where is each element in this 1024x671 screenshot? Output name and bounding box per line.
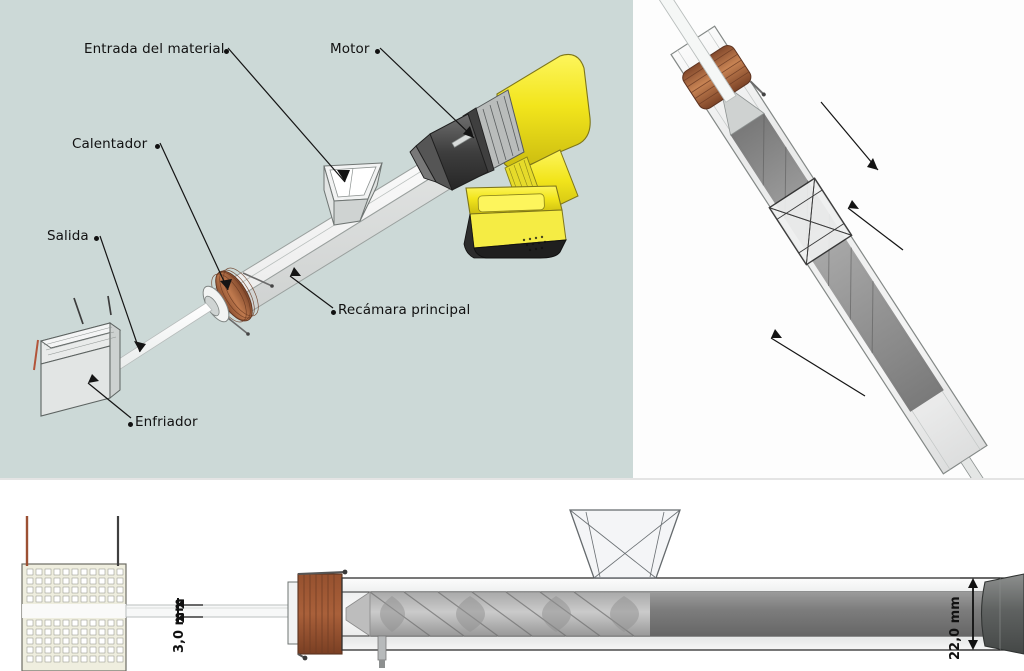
label-calentador: Calentador — [72, 136, 148, 152]
heater-coil-section — [287, 569, 348, 661]
label-dot-salida — [94, 236, 99, 241]
panel-cross-section: 3,0 mm 22,0 mm — [0, 478, 1024, 671]
dim-22mm-marker — [960, 577, 1000, 651]
label-dot-motor — [375, 49, 380, 54]
drill-chuck-section — [980, 573, 1024, 655]
dimension-3-0-mm: 3,0 mm — [172, 598, 187, 653]
label-dot-recamara — [331, 310, 336, 315]
section-drawing — [21, 509, 1024, 671]
label-salida: Salida — [47, 228, 89, 244]
cooler-heatsink-section — [21, 516, 127, 671]
filament-strand-section — [125, 604, 299, 618]
label-dot-entrada — [224, 49, 229, 54]
dimension-22-0-mm: 22,0 mm — [948, 596, 963, 660]
auger-bit-section — [345, 591, 650, 637]
hopper-section — [569, 509, 681, 579]
panel-isometric-overview: Entrada del material Motor Calentador Sa… — [0, 0, 633, 478]
iso-drawing — [33, 47, 591, 419]
label-recamara-principal: Recámara principal — [338, 302, 471, 318]
dim-3mm-marker — [177, 598, 203, 624]
label-motor: Motor — [330, 41, 370, 57]
panel-drill-bit-detail: Broca 22 mm Abertura cerca del final del… — [633, 0, 1024, 478]
detail-drawing — [643, 0, 997, 478]
label-enfriador: Enfriador — [135, 414, 198, 430]
label-dot-calentador — [155, 144, 160, 149]
barrel-section — [341, 577, 1024, 668]
label-dot-enfriador — [128, 422, 133, 427]
label-entrada-del-material: Entrada del material — [84, 41, 225, 57]
